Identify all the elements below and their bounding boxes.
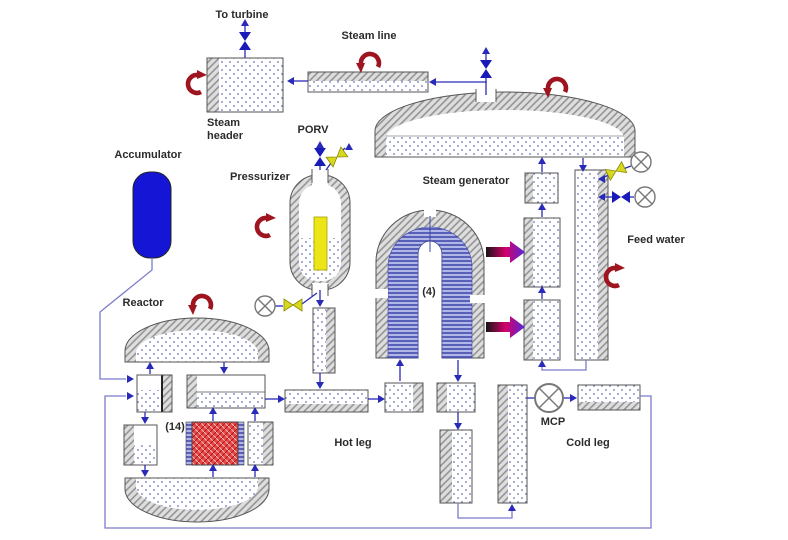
main-feed-pump-icon bbox=[637, 189, 653, 205]
reactor-upper-plenum bbox=[186, 374, 266, 409]
hot-leg-pipe bbox=[284, 389, 369, 413]
rotation-arrow-icon bbox=[257, 213, 276, 236]
flow-line bbox=[99, 258, 153, 380]
cold-leg-pipe bbox=[577, 384, 641, 411]
flow-arrowhead bbox=[454, 423, 462, 430]
hot-leg-label: Hot leg bbox=[334, 437, 371, 449]
hot-collector bbox=[384, 382, 424, 413]
reactor-downcomer-box bbox=[123, 424, 158, 466]
charging-pump-icon bbox=[257, 298, 273, 314]
flow-arrowhead bbox=[508, 504, 516, 511]
pressurizer-heater bbox=[313, 216, 328, 271]
flow-arrowhead bbox=[141, 417, 149, 424]
flow-arrowhead bbox=[570, 394, 577, 402]
reactor-lower-dome bbox=[124, 477, 270, 523]
steam-line-pipe bbox=[307, 71, 429, 93]
flow-line bbox=[541, 360, 587, 371]
steam-line-label: Steam line bbox=[341, 30, 396, 42]
flow-line bbox=[325, 162, 332, 171]
flow-arrowhead bbox=[429, 78, 436, 86]
flow-arrowhead bbox=[127, 375, 134, 383]
flow-arrowhead bbox=[482, 47, 490, 54]
cold-collector bbox=[436, 382, 476, 413]
flow-arrowhead bbox=[396, 359, 404, 366]
flow-arrowhead bbox=[251, 407, 259, 414]
turbine-isolation-valve-icon bbox=[239, 32, 251, 50]
flow-arrowhead bbox=[287, 77, 294, 85]
pressurizer-safety-valve-icon bbox=[325, 146, 349, 168]
heat-transfer-arrow-upper bbox=[486, 241, 525, 263]
heat-transfer-arrow-lower bbox=[486, 316, 525, 338]
rotation-arrow-icon bbox=[188, 70, 207, 93]
flow-arrowhead bbox=[127, 392, 134, 400]
sg-riser-top bbox=[524, 172, 559, 204]
reactor-core bbox=[185, 421, 245, 466]
flow-arrowhead bbox=[538, 286, 546, 293]
reactor-upper-dome bbox=[124, 317, 270, 363]
surge-line-pipe bbox=[312, 307, 336, 374]
aux-feed-pump-icon bbox=[633, 154, 649, 170]
reactor-inlet-box bbox=[136, 374, 173, 413]
rotation-arrow-icon bbox=[356, 54, 379, 73]
flow-arrowhead bbox=[454, 375, 462, 382]
porv-label: PORV bbox=[298, 124, 330, 136]
rotation-arrow-icon bbox=[606, 263, 625, 286]
flow-arrowhead bbox=[316, 300, 324, 307]
core-count-label: (14) bbox=[165, 421, 185, 433]
flow-arrowhead bbox=[378, 395, 385, 403]
aux-feed-valve-icon bbox=[604, 160, 628, 182]
cold-leg-label: Cold leg bbox=[566, 437, 609, 449]
flow-arrowhead bbox=[538, 157, 546, 164]
pressurizer-label: Pressurizer bbox=[230, 171, 291, 183]
feed-water-label: Feed water bbox=[627, 234, 685, 246]
sg-u-tubes bbox=[374, 206, 486, 359]
flow-arrowhead bbox=[278, 395, 285, 403]
mcp-suction-pipe bbox=[497, 384, 528, 504]
main-feed-valve-icon bbox=[612, 191, 630, 203]
sg-outlet-pipe bbox=[439, 429, 473, 504]
flow-line bbox=[301, 292, 318, 305]
sg-downcomer bbox=[574, 169, 609, 361]
mcp-pump-icon bbox=[538, 387, 560, 409]
reactor-bypass-channel bbox=[247, 421, 274, 466]
sg-tube-count-label: (4) bbox=[422, 286, 436, 298]
flow-arrowhead bbox=[220, 367, 228, 374]
rotation-arrow-icon bbox=[188, 296, 211, 315]
steam-generator-label: Steam generator bbox=[423, 175, 511, 187]
flow-arrowhead bbox=[345, 143, 353, 150]
flow-arrowhead bbox=[316, 141, 324, 148]
flow-arrowhead bbox=[141, 470, 149, 477]
mcp-label: MCP bbox=[541, 416, 565, 428]
flow-line bbox=[457, 503, 513, 519]
flow-arrowhead bbox=[579, 165, 587, 172]
steam-header bbox=[206, 57, 284, 113]
flow-arrowhead bbox=[209, 407, 217, 414]
sg-riser-bottom bbox=[523, 299, 561, 361]
accumulator-label: Accumulator bbox=[114, 149, 182, 161]
flow-line bbox=[104, 395, 652, 529]
flow-arrowhead bbox=[598, 175, 605, 183]
porv-valve-icon bbox=[314, 148, 326, 166]
sg-steam-nozzle bbox=[476, 89, 496, 102]
steam-header-label-1: Steam bbox=[207, 117, 240, 129]
steam-generator-dome bbox=[374, 89, 636, 158]
charging-valve-icon bbox=[283, 298, 303, 312]
flow-arrowhead bbox=[251, 464, 259, 471]
pressurizer-vessel bbox=[289, 169, 351, 296]
to-turbine-label: To turbine bbox=[216, 9, 269, 21]
accumulator-tank bbox=[132, 171, 172, 259]
reactor-label: Reactor bbox=[123, 297, 165, 309]
sg-riser-middle bbox=[523, 217, 561, 288]
steam-header-label-2: header bbox=[207, 130, 244, 142]
flow-arrowhead bbox=[598, 193, 605, 201]
flow-arrowhead bbox=[316, 382, 324, 389]
flow-arrowhead bbox=[538, 360, 546, 367]
flow-arrowhead bbox=[538, 203, 546, 210]
flow-arrowhead bbox=[241, 19, 249, 26]
sg-relief-valve-icon bbox=[480, 60, 492, 78]
flow-arrowhead bbox=[146, 362, 154, 369]
flow-arrowhead bbox=[209, 464, 217, 471]
